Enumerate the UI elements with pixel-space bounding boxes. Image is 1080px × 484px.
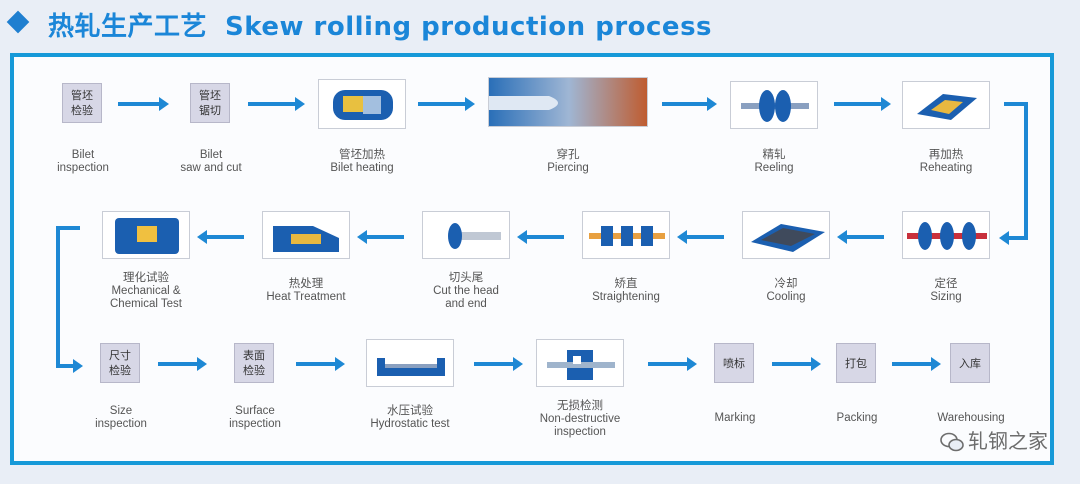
- packing-box: 打包: [836, 343, 876, 383]
- warehousing-label: Warehousing: [937, 412, 1005, 424]
- title-chinese: 热轧生产工艺: [48, 12, 208, 42]
- piercing-image: [488, 77, 648, 127]
- cooling-image: [742, 211, 830, 259]
- flow-arrow: [357, 230, 404, 244]
- flow-arrow: [197, 230, 244, 244]
- page-title: 热轧生产工艺 Skew rolling production process: [48, 6, 712, 43]
- billet-saw-label: Bilet saw and cut: [180, 149, 242, 174]
- sizing-label: 定径 Sizing: [930, 278, 962, 303]
- flow-arrow: [999, 231, 1028, 245]
- flow-arrow: [474, 357, 523, 371]
- reheating-image: [902, 81, 990, 129]
- flow-arrow: [56, 359, 83, 373]
- flow-arrow: [296, 357, 345, 371]
- size-inspection-label: Size inspection: [95, 405, 147, 430]
- piercing-label: 穿孔 Piercing: [547, 149, 589, 174]
- flow-arrow: [517, 230, 564, 244]
- billet-saw-box: 管坯 锯切: [190, 83, 230, 123]
- hydrostatic-image: [366, 339, 454, 387]
- warehousing-box: 入库: [950, 343, 990, 383]
- hydrostatic-label: 水压试验 Hydrostatic test: [370, 405, 450, 430]
- surface-inspection-box: 表面 检验: [234, 343, 274, 383]
- straightening-label: 矫直 Straightening: [592, 278, 660, 303]
- straightening-image: [582, 211, 670, 259]
- flow-arrow: [892, 357, 941, 371]
- cooling-label: 冷却 Cooling: [766, 278, 806, 303]
- mech-chem-test-image: [102, 211, 190, 259]
- flow-arrow: [834, 97, 891, 111]
- ndt-label: 无损检测 Non-destructive inspection: [539, 400, 621, 438]
- wechat-icon: [940, 432, 964, 452]
- billet-inspection-box: 管坯 检验: [62, 83, 102, 123]
- size-inspection-box: 尺寸 检验: [100, 343, 140, 383]
- flow-arrow: [158, 357, 207, 371]
- reheating-label: 再加热 Reheating: [919, 149, 973, 174]
- heat-treatment-label: 热处理 Heat Treatment: [266, 278, 346, 303]
- header-diamond-icon: [6, 10, 30, 34]
- marking-box: 喷标: [714, 343, 754, 383]
- flow-arrow: [837, 230, 884, 244]
- marking-label: Marking: [714, 412, 756, 424]
- reeling-image: [730, 81, 818, 129]
- billet-heating-image: [318, 79, 406, 129]
- packing-label: Packing: [836, 412, 878, 424]
- watermark: 轧钢之家: [940, 425, 1048, 454]
- billet-heating-label: 管坯加热 Bilet heating: [330, 149, 394, 174]
- flow-arrow: [418, 97, 475, 111]
- billet-inspection-label: Bilet inspection: [57, 149, 109, 174]
- flow-arrow: [677, 230, 724, 244]
- title-english: Skew rolling production process: [225, 12, 713, 42]
- cut-head-label: 切头尾 Cut the head and end: [433, 272, 499, 310]
- flow-arrow: [648, 357, 697, 371]
- flow-connector: [56, 226, 60, 366]
- cut-head-image: [422, 211, 510, 259]
- flow-arrow: [772, 357, 821, 371]
- reeling-label: 精轧 Reeling: [754, 149, 794, 174]
- flow-connector: [1004, 102, 1028, 106]
- flow-arrow: [662, 97, 717, 111]
- surface-inspection-label: Surface inspection: [229, 405, 281, 430]
- heat-treatment-image: [262, 211, 350, 259]
- ndt-image: [536, 339, 624, 387]
- mech-chem-test-label: 理化试验 Mechanical & Chemical Test: [109, 272, 183, 310]
- flow-arrow: [248, 97, 305, 111]
- flow-connector: [1024, 102, 1028, 238]
- flow-arrow: [118, 97, 169, 111]
- sizing-image: [902, 211, 990, 259]
- flow-connector: [56, 226, 80, 230]
